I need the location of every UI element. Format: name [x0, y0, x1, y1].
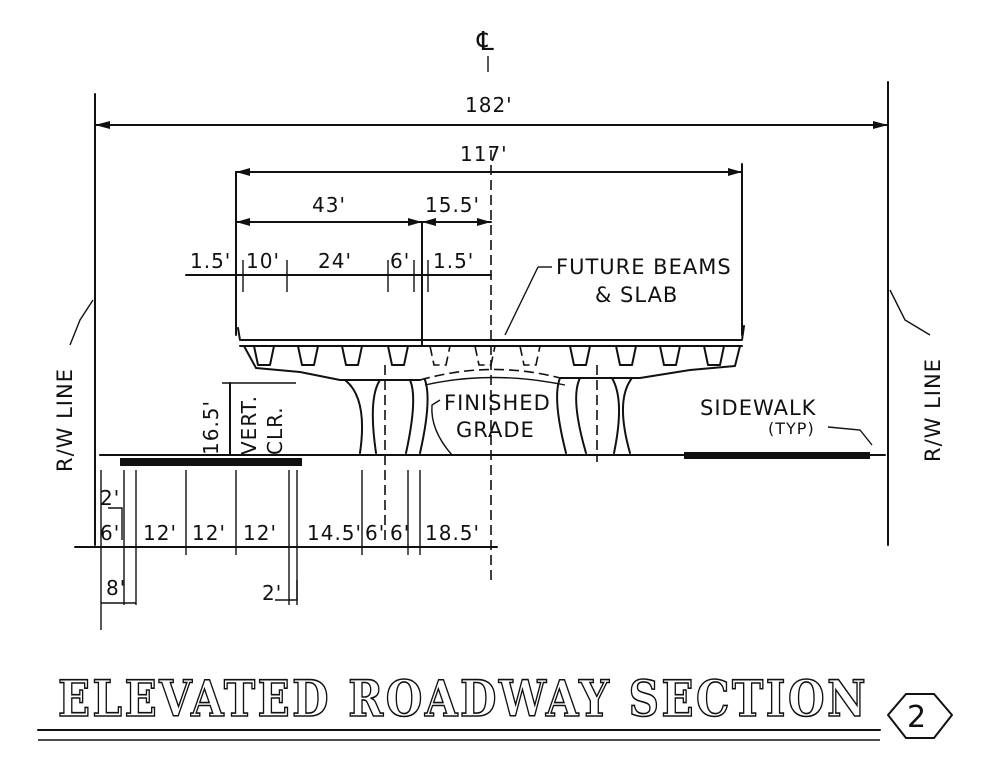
dim-ground-part-7: 18.5': [425, 521, 480, 545]
rw-right-label: R/W LINE: [921, 358, 945, 462]
rw-left: R/W LINE: [53, 299, 94, 472]
sidewalk-label-2: (TYP): [768, 419, 815, 438]
dim-deck-part-4: 6': [390, 249, 410, 273]
dim-ground-part-5: 6': [365, 521, 385, 545]
dim-deck-part-3: 24': [318, 249, 352, 273]
deck-part-dimensions: 1.5' 10' 24' 6' 1.5': [185, 249, 492, 292]
half-dimensions: 43' 15.5': [235, 193, 492, 346]
dim-ground-part-3: 12': [243, 521, 277, 545]
title-block: ELEVATED ROADWAY SECTION 2: [37, 668, 953, 741]
vertical-clearance: 16.5' VERT. CLR.: [199, 382, 296, 456]
sidewalk-label-1: SIDEWALK: [700, 396, 817, 420]
dim-left-half: 43': [312, 193, 346, 217]
dim-ground-stack-3: 8': [106, 576, 126, 600]
deck-width-dimension: 117': [235, 142, 743, 336]
section-number-hexagon: [887, 693, 953, 739]
dim-ground-part-2: 12': [192, 521, 226, 545]
dim-overall: 182': [465, 93, 513, 117]
dim-ground-part-1: 12': [143, 521, 177, 545]
future-beams-label-2: & SLAB: [595, 283, 678, 307]
dim-ground-stack-2: 6': [100, 521, 120, 545]
finished-grade-label-1: FINISHED: [444, 391, 551, 415]
centerline-symbol: ℄: [476, 27, 495, 57]
dim-clearance: 16.5': [199, 400, 223, 455]
sidewalk-callout: SIDEWALK (TYP): [700, 396, 873, 446]
dim-right-half: 15.5': [425, 193, 480, 217]
drawing-title: ELEVATED ROADWAY SECTION: [58, 669, 868, 728]
dim-deck-part-2: 10': [246, 249, 280, 273]
dim-ground-extra: 2': [262, 581, 282, 605]
bridge-deck: [237, 325, 745, 381]
dim-ground-part-4: 14.5': [307, 521, 362, 545]
vert-clr-label-1: VERT.: [237, 395, 261, 455]
dim-deck-width: 117': [460, 142, 508, 166]
dim-ground-part-6: 6': [390, 521, 410, 545]
future-beams-callout: FUTURE BEAMS & SLAB: [504, 255, 732, 336]
section-number: 2: [907, 700, 926, 735]
ground-dimensions: 2' 6' 8' 12' 12' 12' 14.5' 6' 6' 18.5' 2…: [74, 470, 498, 630]
dim-deck-part-1: 1.5': [190, 249, 231, 273]
vert-clr-label-2: CLR.: [263, 406, 287, 455]
finished-grade-label-2: GRADE: [456, 418, 535, 442]
rw-right: R/W LINE: [889, 289, 945, 462]
finished-grade-callout: FINISHED GRADE: [431, 391, 551, 456]
future-beams-label-1: FUTURE BEAMS: [556, 255, 732, 279]
overall-dimension: 182': [94, 81, 889, 546]
dim-ground-stack-1: 2': [100, 486, 120, 510]
dim-deck-part-5: 1.5': [433, 249, 474, 273]
rw-left-label: R/W LINE: [53, 368, 77, 472]
pier-columns: [344, 365, 633, 545]
